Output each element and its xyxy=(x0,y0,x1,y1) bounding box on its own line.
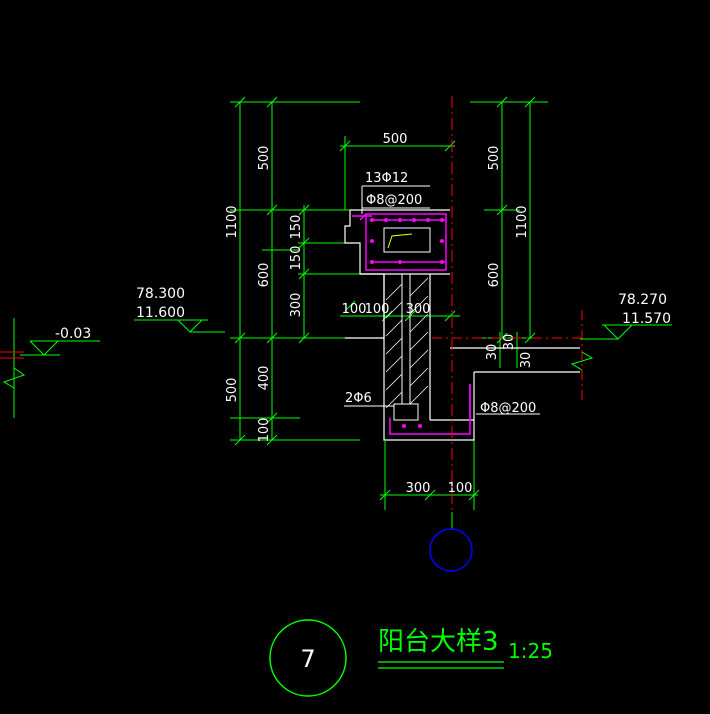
drawing-title: 阳台大样3 xyxy=(378,627,499,657)
top-width-dimension xyxy=(339,136,456,210)
axis-bubble xyxy=(429,528,473,572)
dim-mid-100a: 100 xyxy=(342,302,367,317)
beam-stirrup-mark xyxy=(387,233,413,249)
dim-30-a: 30 xyxy=(485,344,500,361)
structure-outline xyxy=(344,209,580,441)
level-left-bottom: 11.600 xyxy=(136,305,185,321)
right-level-marker xyxy=(570,324,672,371)
beam-void xyxy=(383,227,431,253)
dim-right-inner-500: 500 xyxy=(487,146,502,171)
dim-beam-150-top: 150 xyxy=(289,215,304,240)
left-dimension-chain xyxy=(230,96,360,446)
beam-height-chain xyxy=(298,204,360,344)
dim-left-outer-500: 500 xyxy=(225,378,240,403)
note-top-bars: 13Φ12 xyxy=(365,171,408,186)
dim-bottom-300: 300 xyxy=(406,481,431,496)
footing-rebar-dot-a xyxy=(402,424,406,428)
note-top-stirrups: Φ8@200 xyxy=(366,193,422,208)
detail-number: 7 xyxy=(300,645,315,673)
rebar-leader-top xyxy=(361,185,430,214)
level-right-top: 78.270 xyxy=(618,292,667,308)
dim-30-c: 30 xyxy=(519,352,534,369)
dim-left-outer-1100: 1100 xyxy=(225,205,240,238)
dim-right-outer-1100: 1100 xyxy=(515,205,530,238)
level-right-bottom: 11.570 xyxy=(622,311,671,327)
beam-rebar-dots xyxy=(370,218,444,264)
note-bottom-stirrups: Φ8@200 xyxy=(480,401,536,416)
dim-right-inner-600: 600 xyxy=(487,263,502,288)
detail-number-circle xyxy=(269,619,347,697)
dim-bottom-100: 100 xyxy=(448,481,473,496)
dim-mid-300: 300 xyxy=(406,302,431,317)
drawing-scale: 1:25 xyxy=(508,639,553,663)
dim-mid-100b: 100 xyxy=(365,302,390,317)
dim-left-inner-600: 600 xyxy=(257,263,272,288)
dim-beam-150-bottom: 150 xyxy=(289,246,304,271)
small-block xyxy=(393,403,419,421)
right-dimension-chain xyxy=(470,96,548,344)
column-block-left xyxy=(401,273,411,405)
concrete-hatch xyxy=(385,277,429,409)
note-bottom-bars: 2Φ6 xyxy=(345,391,372,406)
level-left-small: -0.03 xyxy=(55,326,91,342)
dim-left-inner-400: 400 xyxy=(257,366,272,391)
dim-left-inner-100: 100 xyxy=(257,418,272,443)
dim-top-500: 500 xyxy=(383,132,408,147)
rebar-leader-bottom xyxy=(344,405,540,415)
left-level-marker xyxy=(134,319,225,333)
dim-left-inner-500: 500 xyxy=(257,146,272,171)
footing-rebar-dot-b xyxy=(418,424,422,428)
left-small-level-marker xyxy=(2,318,100,418)
dim-beam-300: 300 xyxy=(289,293,304,318)
level-left-top: 78.300 xyxy=(136,286,185,302)
